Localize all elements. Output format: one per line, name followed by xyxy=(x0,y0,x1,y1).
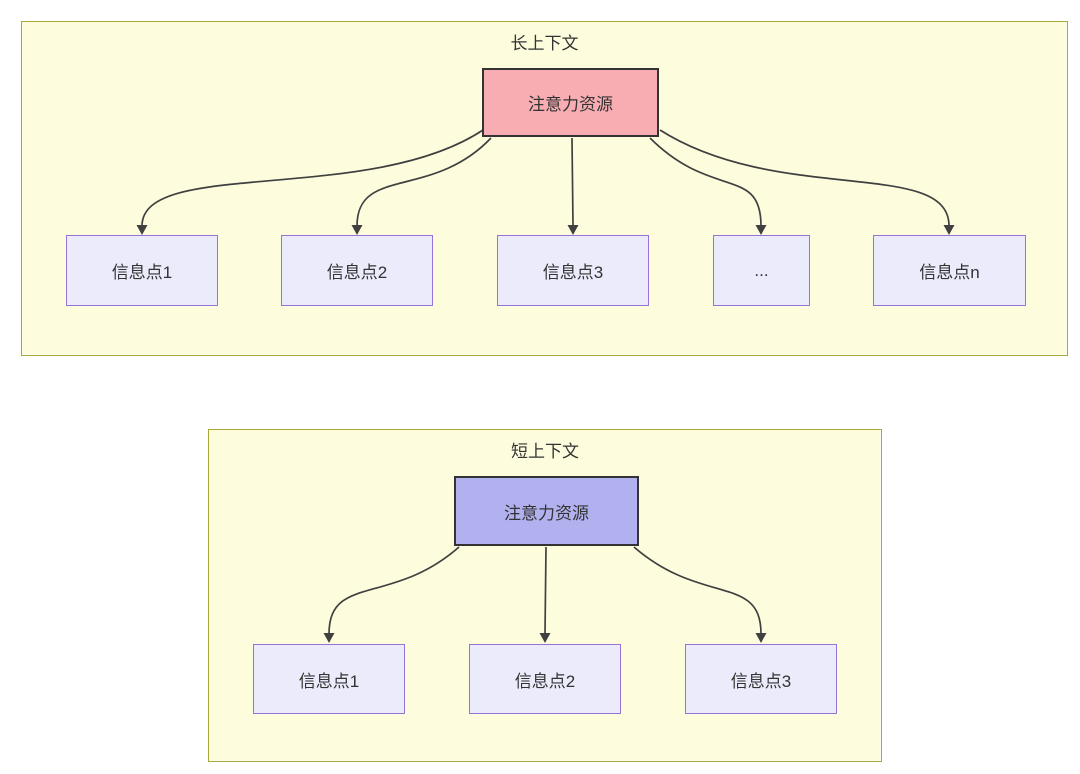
node-short-info-2: 信息点2 xyxy=(469,644,621,714)
node-short-info-3: 信息点3 xyxy=(685,644,837,714)
node-long-info-2: 信息点2 xyxy=(281,235,433,306)
node-long-info-3: 信息点3 xyxy=(497,235,649,306)
node-long-info-n: 信息点n xyxy=(873,235,1026,306)
node-long-ellipsis: ... xyxy=(713,235,810,306)
attention-box-short: 注意力资源 xyxy=(454,476,639,546)
long-context-title: 长上下文 xyxy=(510,34,579,53)
node-short-info-1: 信息点1 xyxy=(253,644,405,714)
node-long-info-1: 信息点1 xyxy=(66,235,218,306)
attention-box-long: 注意力资源 xyxy=(482,68,659,137)
short-context-title: 短上下文 xyxy=(511,442,579,461)
